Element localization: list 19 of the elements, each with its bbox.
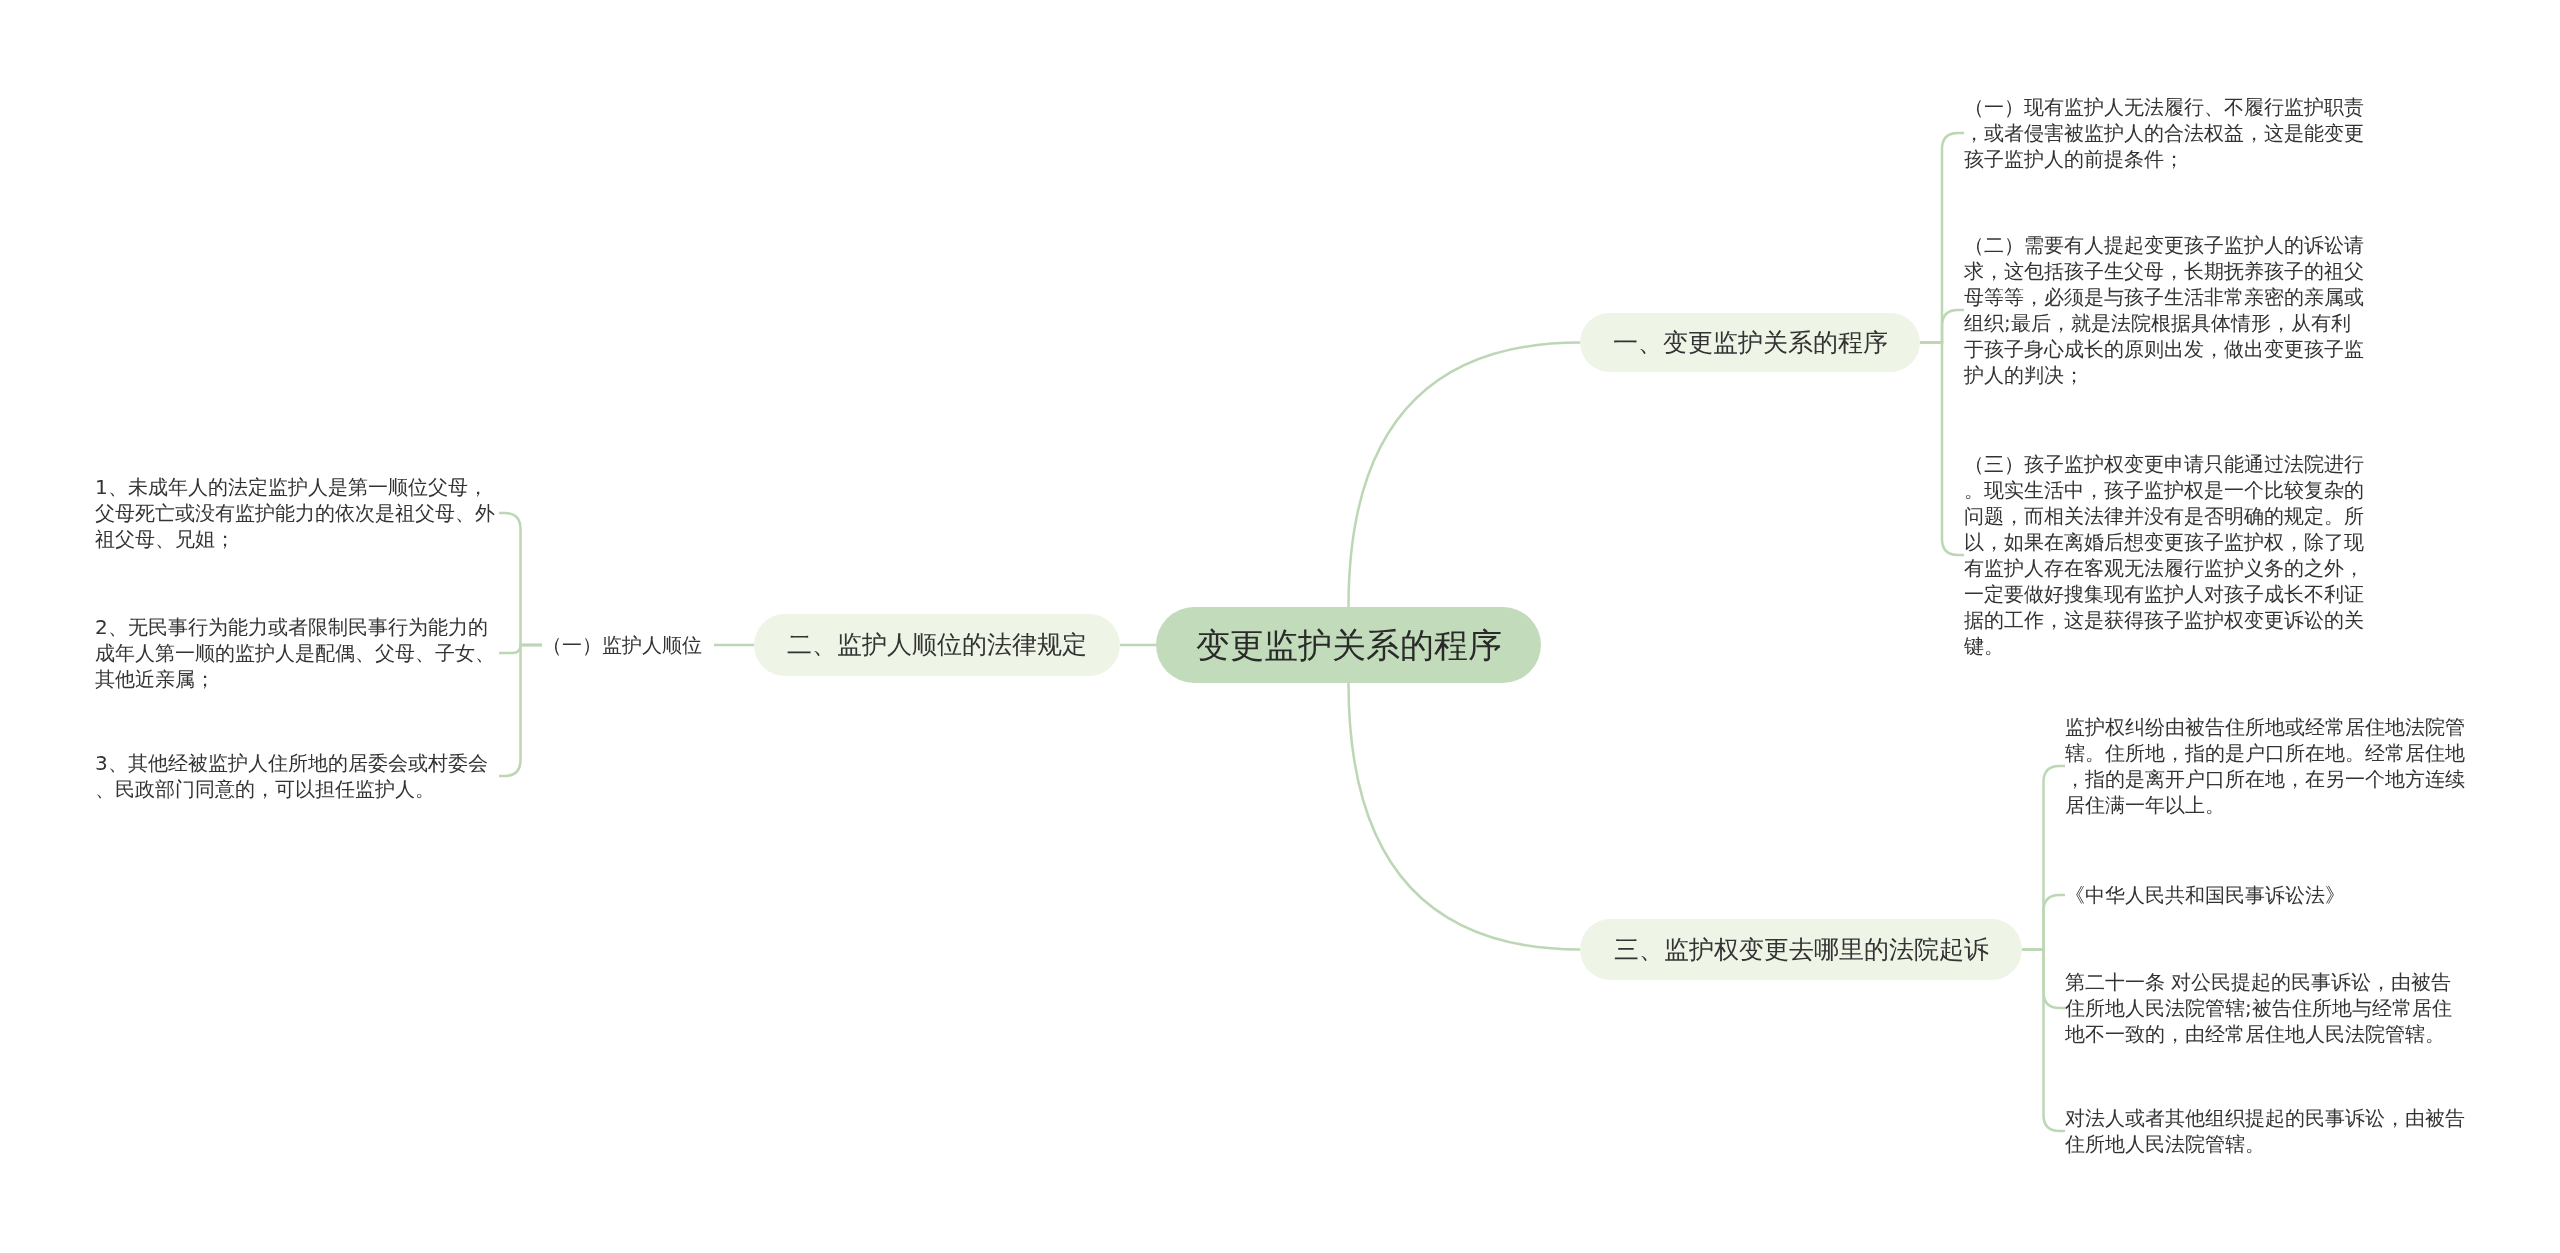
- topic-title: 变更监护关系的程序: [1195, 625, 1502, 665]
- topic-label: 二、监护人顺位的法律规定: [787, 630, 1087, 660]
- topic-label: 三、监护权变更去哪里的法院起诉: [1613, 934, 1989, 965]
- note-text: 第二十一条 对公民提起的民事诉讼，由被告住所地人民法院管辖;被告住所地与经常居住地不一致的，由经常居住地人民法院管辖。: [2065, 969, 2469, 1047]
- branch-line: [1347, 341, 1581, 608]
- branch-line: [1347, 682, 1581, 951]
- topic-label: 一、变更监护关系的程序: [1612, 327, 1888, 358]
- branch-line: [1120, 643, 1156, 647]
- note-text: （二）需要有人提起变更孩子监护人的诉讼请求，这包括孩子生父母，长期抚养孩子的祖父母等等，必须是与孩子生活非常亲密的亲属或组织;最后，就是法院根据具体情形，从有利于孩子身心成长的原则出发，做出变更孩子监护人的判决；: [1964, 232, 2368, 388]
- note-text: 对法人或者其他组织提起的民事诉讼，由被告住所地人民法院管辖。: [2065, 1105, 2469, 1157]
- note-text: （一）监护人顺位: [542, 632, 714, 658]
- note-text: 1、未成年人的法定监护人是第一顺位父母，父母死亡或没有监护能力的依次是祖父母、外祖父母、兄姐；: [95, 474, 499, 552]
- note-text: 2、无民事行为能力或者限制民事行为能力的成年人第一顺的监护人是配偶、父母、子女、其他近亲属；: [95, 614, 499, 692]
- note-text: 3、其他经被监护人住所地的居委会或村委会、民政部门同意的，可以担任监护人。: [95, 750, 499, 802]
- note-text: （一）现有监护人无法履行、不履行监护职责，或者侵害被监护人的合法权益，这是能变更孩子监护人的前提条件；: [1964, 94, 2368, 172]
- branch-line: [714, 643, 754, 647]
- note-text: （三）孩子监护权变更申请只能通过法院进行。现实生活中，孩子监护权是一个比较复杂的问题，而相关法律并没有是否明确的规定。所以，如果在离婚后想变更孩子监护权，除了现有监护人存在客观无法履行监护义务的之外，一定要做好搜集现有监护人对孩子成长不利证据的工作，这是获得孩子监护权变更诉讼的关键。: [1964, 451, 2368, 659]
- note-text: 《中华人民共和国民事诉讼法》: [2065, 882, 2469, 908]
- note-text: 监护权纠纷由被告住所地或经常居住地法院管辖。住所地，指的是户口所在地。经常居住地，指的是离开户口所在地，在另一个地方连续居住满一年以上。: [2065, 714, 2469, 818]
